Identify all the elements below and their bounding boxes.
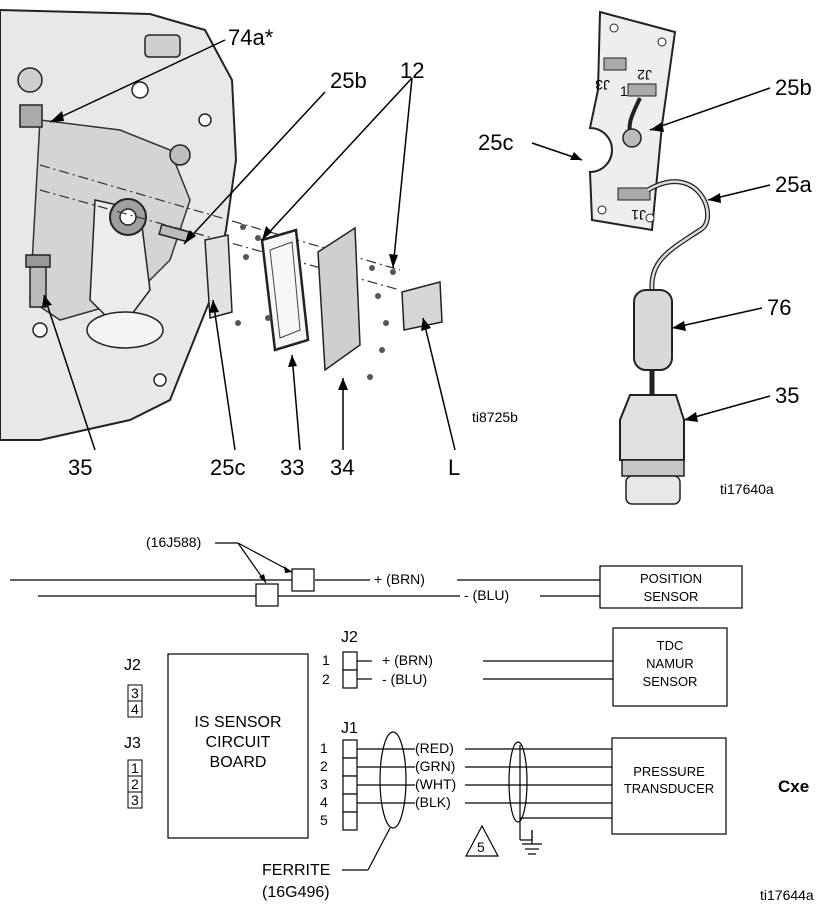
board-line3: BOARD — [210, 754, 267, 771]
callout-35-right: 35 — [775, 383, 799, 408]
j1-pin-1: 1 — [320, 740, 328, 756]
board-mark-j3: J3 — [595, 77, 610, 93]
wire-red: (RED) — [415, 740, 454, 756]
connector-16j588-b — [255, 583, 279, 607]
left-j2-header: J2 — [124, 657, 141, 674]
callout-35: 35 — [68, 455, 92, 480]
cover-34 — [317, 226, 361, 372]
j2-pin-2: 2 — [322, 671, 330, 687]
wiring-schematic: (16J588) + (BRN) - (BLU) POSITION SENSOR… — [10, 534, 814, 903]
j1-pin-5: 5 — [320, 812, 328, 828]
left-j3-pin-2: 2 — [131, 776, 139, 792]
note-triangle-icon — [465, 824, 499, 857]
pressure-transducer-box — [611, 737, 727, 835]
pressure-transducer-line2: TRANSDUCER — [624, 781, 714, 796]
board-mark-j1: J1 — [631, 207, 646, 223]
connector-16j588-a — [291, 568, 315, 592]
wire-blu-top: - (BLU) — [464, 587, 509, 603]
figure-id-ti17644a: ti17644a — [760, 887, 814, 903]
tdc-sensor-line3: SENSOR — [643, 674, 698, 689]
callout-25c: 25c — [210, 455, 245, 480]
position-sensor-box — [599, 565, 743, 609]
callout-25b-right: 25b — [775, 75, 812, 100]
board-line2: CIRCUIT — [206, 734, 271, 751]
plate-25c — [204, 234, 233, 319]
note-number: 5 — [477, 839, 485, 855]
callout-25c-right: 25c — [478, 130, 513, 155]
j1-pin-2: 2 — [320, 758, 328, 774]
sensor-board-view: J3 J2 J1 1 25b 25c 25 — [478, 10, 812, 505]
callout-74a: 74a* — [228, 25, 274, 50]
left-j3-pin-1: 1 — [131, 760, 139, 776]
ferrite-label-line2: (16G496) — [262, 884, 330, 901]
j2-pin-1: 1 — [322, 652, 330, 668]
tdc-sensor-box — [612, 627, 728, 707]
tdc-sensor-line2: NAMUR — [646, 656, 694, 671]
j2-header: J2 — [341, 629, 358, 646]
callout-l: L — [448, 455, 460, 480]
position-sensor-line1: POSITION — [640, 571, 702, 586]
wire-grn: (GRN) — [415, 758, 455, 774]
callout-25a: 25a — [775, 172, 812, 197]
callout-33: 33 — [280, 455, 304, 480]
gasket-33 — [260, 228, 310, 352]
tdc-sensor-line1: TDC — [657, 638, 684, 653]
wire-wht: (WHT) — [415, 776, 456, 792]
callout-12: 12 — [400, 58, 424, 83]
board-mark-pin1: 1 — [620, 83, 628, 99]
wire-blk: (BLK) — [415, 794, 451, 810]
wire-brn-top: + (BRN) — [374, 571, 425, 587]
left-j3-pin-3: 3 — [131, 792, 139, 808]
pressure-transducer-35 — [619, 394, 685, 461]
wire-blu-j2: - (BLU) — [382, 671, 427, 687]
board-mark-j2: J2 — [637, 67, 652, 83]
left-j2-pin-3: 3 — [131, 685, 139, 701]
j1-header: J1 — [341, 720, 358, 737]
wire-brn-j2: + (BRN) — [382, 652, 433, 668]
left-j2-pin-4: 4 — [131, 701, 139, 717]
side-text: Cxe — [778, 777, 809, 796]
part-16j588-label: (16J588) — [146, 534, 201, 550]
callout-76: 76 — [767, 295, 791, 320]
label-l — [401, 281, 443, 331]
callout-34: 34 — [330, 455, 354, 480]
j1-pin-4: 4 — [320, 794, 328, 810]
j1-pin-3: 3 — [320, 776, 328, 792]
ferrite-label-line1: FERRITE — [262, 862, 330, 879]
pressure-transducer-line1: PRESSURE — [633, 764, 705, 779]
figure-id-ti8725b: ti8725b — [472, 409, 518, 425]
board-line1: IS SENSOR — [194, 714, 281, 731]
is-sensor-board-box — [167, 653, 309, 839]
left-j3-header: J3 — [124, 735, 141, 752]
pump-exploded-view: 74a* 25b 12 35 25c 33 34 L ti8725b — [0, 8, 518, 480]
figure-id-ti17640a: ti17640a — [720, 481, 774, 497]
position-sensor-line2: SENSOR — [644, 589, 699, 604]
callout-25b: 25b — [330, 68, 367, 93]
ferrite-76 — [633, 289, 673, 371]
